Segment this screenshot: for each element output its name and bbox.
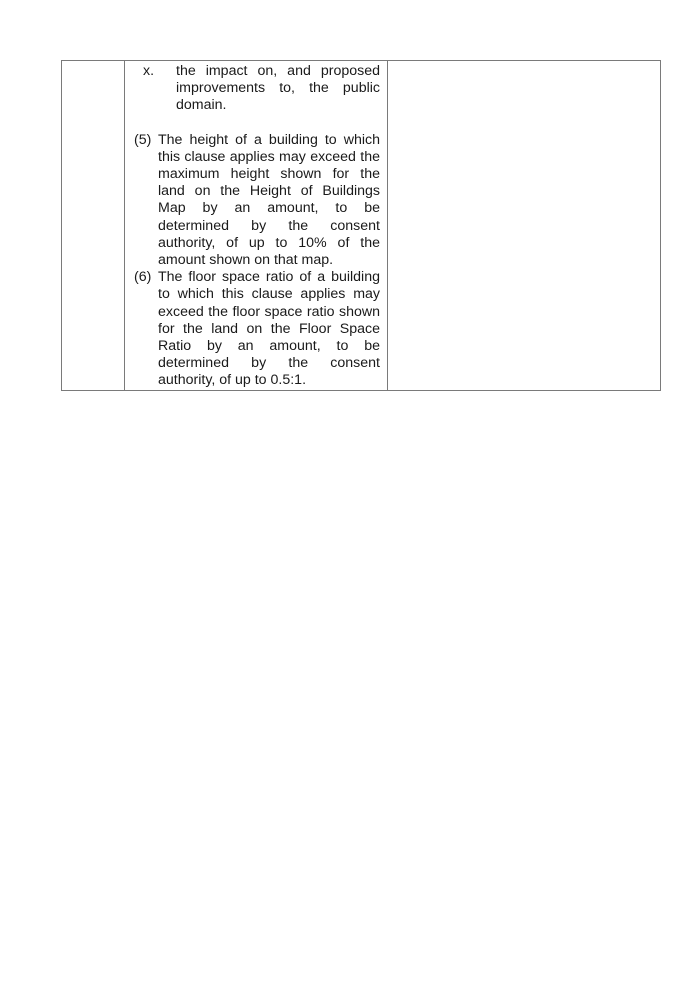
sub-clause-5: (5) The height of a building to which th…	[134, 132, 380, 270]
table-row: x. the impact on, and proposed improveme…	[61, 60, 661, 391]
sub-clause-6: (6) The floor space ratio of a building …	[134, 269, 380, 389]
clause-table: x. the impact on, and proposed improveme…	[61, 60, 661, 391]
roman-list-item: x. the impact on, and proposed improveme…	[134, 63, 380, 115]
clause-text-cell: x. the impact on, and proposed improveme…	[124, 60, 388, 391]
left-empty-cell	[61, 60, 125, 391]
sub-clause-marker: (6)	[134, 269, 152, 286]
roman-item-marker: x.	[143, 63, 155, 79]
sub-clause-marker: (5)	[134, 131, 152, 148]
sub-clause-text: The floor space ratio of a building to w…	[158, 269, 380, 389]
roman-item-text: the impact on, and proposed improvements…	[176, 63, 380, 114]
sub-clause-text: The height of a building to which this c…	[158, 131, 380, 269]
right-empty-cell	[387, 60, 661, 391]
